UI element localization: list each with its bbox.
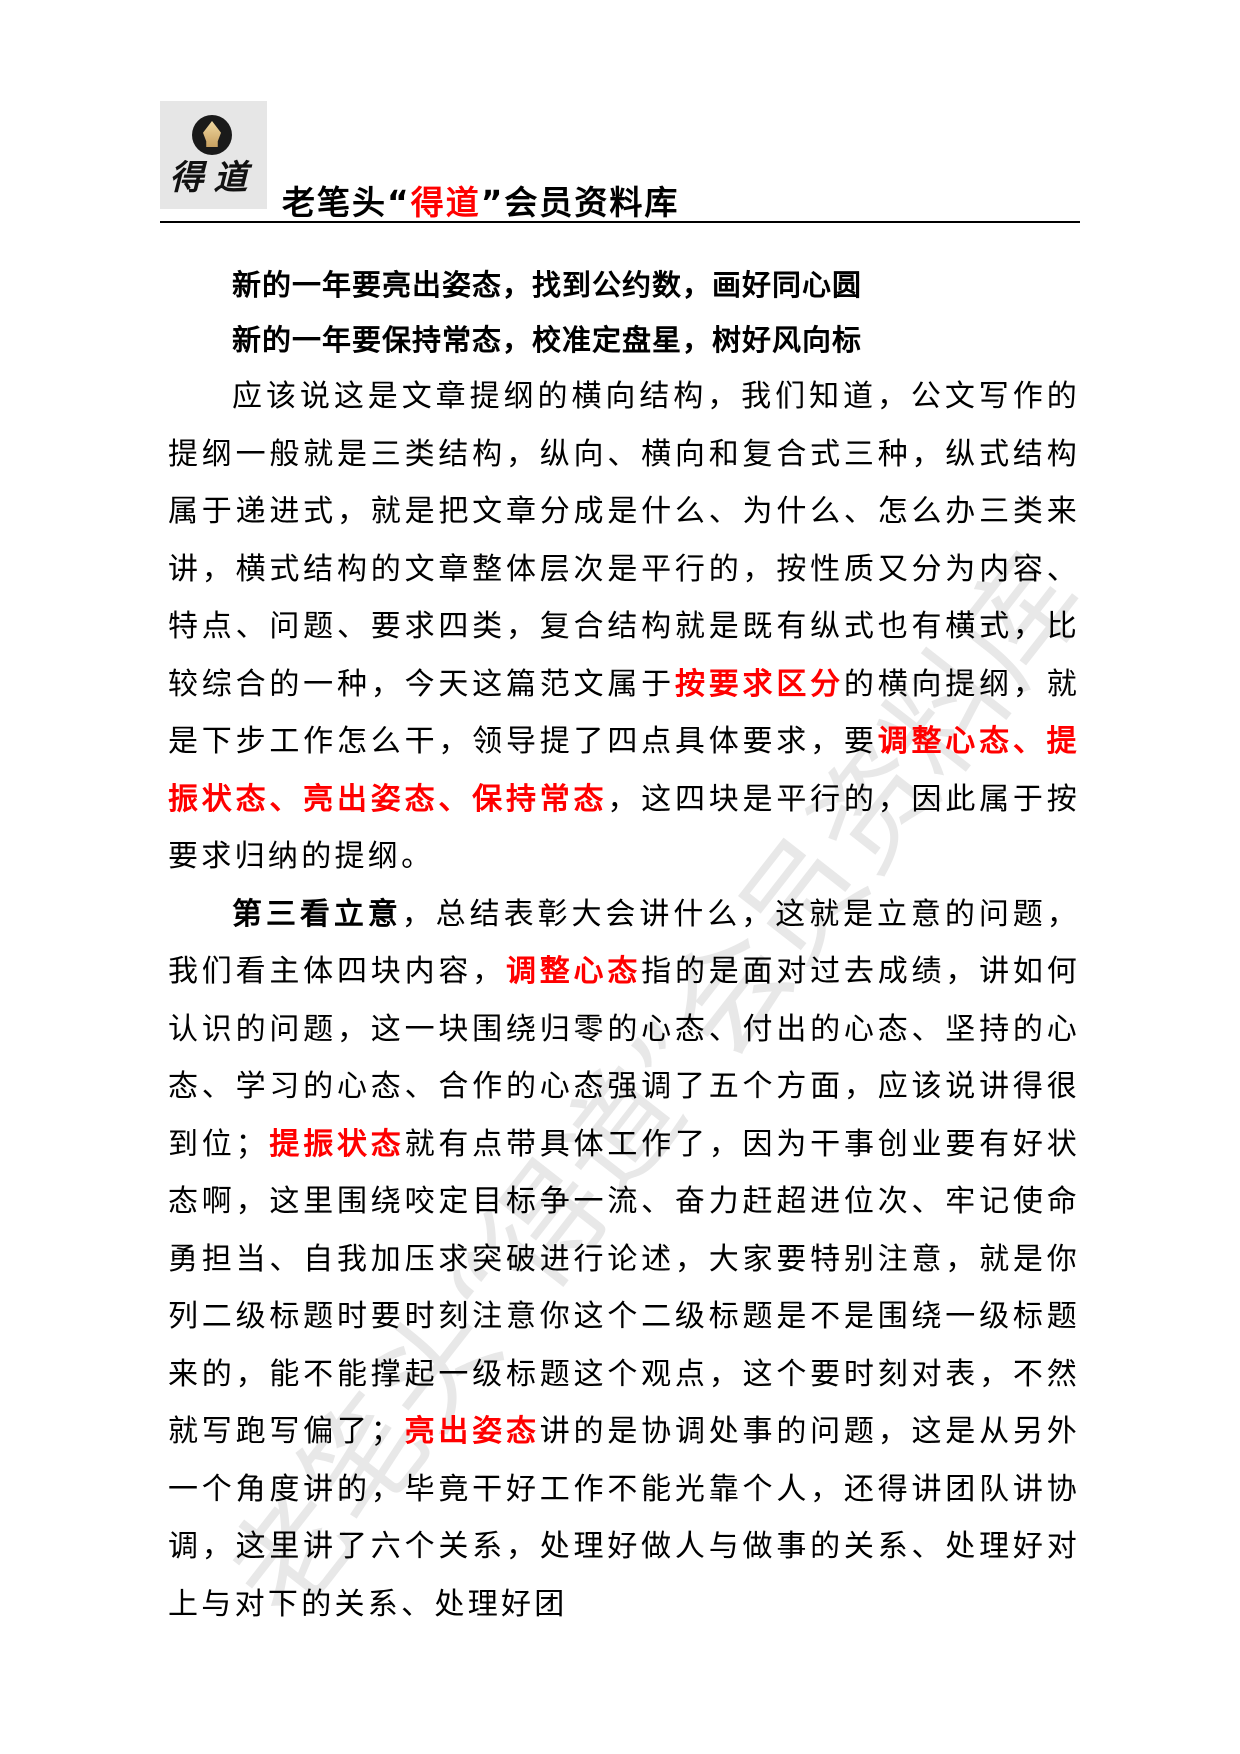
text-run: 应该说这是文章提纲的横向结构，我们知道，公文写作的提纲一般就是三类结构，纵向、横… [168, 379, 1080, 702]
paragraph-structure: 应该说这是文章提纲的横向结构，我们知道，公文写作的提纲一般就是三类结构，纵向、横… [168, 368, 1080, 886]
text-run: 的横向提纲，就是下步工作怎么干，领导提了四点具体要求，要 [168, 666, 1080, 760]
subheading: 新的一年要亮出姿态，找到公约数，画好同心圆 [232, 268, 863, 302]
title-prefix: 老笔头“ [282, 183, 411, 222]
logo-text: 得道 [169, 158, 258, 198]
text-run: 就有点带具体工作了，因为干事创业要有好状态啊，这里围绕咬定目标争一流、奋力赶超进… [168, 1126, 1081, 1450]
text-run: 指的是面对过去成绩，讲如何认识的问题，这一块围绕归零的心态、付出的心态、坚持的心… [168, 954, 1081, 1162]
highlight-run: 调整心态、提振状态、亮出姿态、保持常态 [168, 724, 1080, 817]
highlight-run: 调整心态 [505, 954, 642, 989]
title-suffix: ”会员资料库 [480, 183, 680, 222]
highlight-run: 提振状态 [268, 1126, 405, 1162]
text-run: ，这四块是平行的，因此属于按要求归纳的提纲。 [168, 781, 1081, 875]
paragraph-theme: 第三看立意，总结表彰大会讲什么，这就是立意的问题，我们看主体四块内容，调整心态指… [168, 886, 1080, 1634]
document-body: 新的一年要亮出姿态，找到公约数，画好同心圆 新的一年要保持常态，校准定盘星，树好… [168, 258, 1080, 1633]
pen-nib-icon [192, 115, 232, 155]
header-title: 老笔头“得道”会员资料库 [282, 176, 679, 224]
highlight-run: 亮出姿态 [404, 1414, 540, 1449]
subheading: 新的一年要保持常态，校准定盘星，树好风向标 [232, 323, 863, 357]
highlight-run: 按要求区分 [674, 666, 844, 702]
logo: 得道 [160, 101, 267, 209]
header-divider [160, 221, 1080, 223]
text-run: 讲的是协调处事的问题，这是从另外一个角度讲的，毕竟干好工作不能光靠个人，还得讲团… [168, 1414, 1080, 1622]
title-highlight: 得道 [410, 183, 481, 222]
bold-run: 第三看立意 [232, 896, 402, 932]
text-run: ，总结表彰大会讲什么，这就是立意的问题，我们看主体四块内容， [168, 896, 1081, 990]
